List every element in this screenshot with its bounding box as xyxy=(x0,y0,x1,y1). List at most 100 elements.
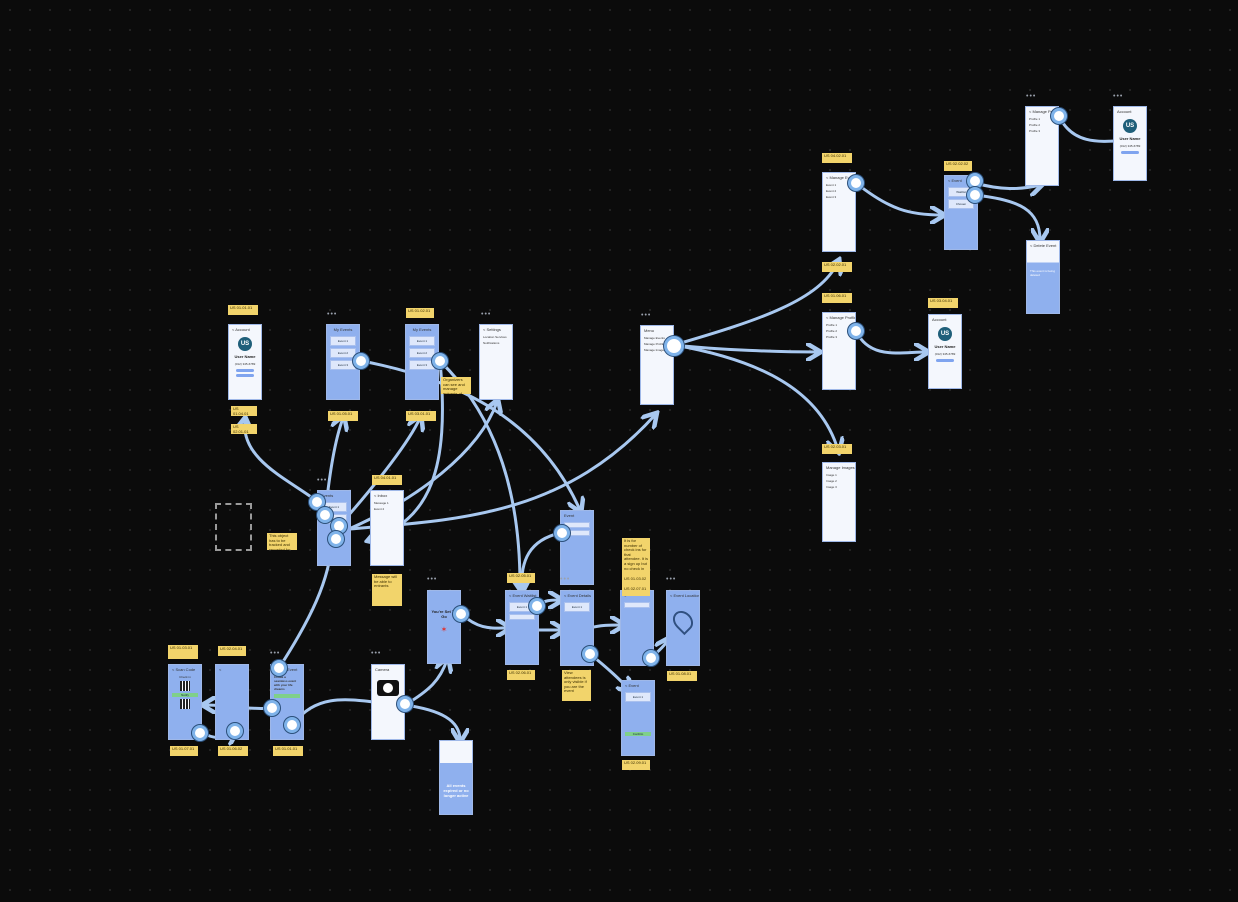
sticky-note[interactable]: US 02.03.01 xyxy=(822,444,852,454)
edit-button[interactable] xyxy=(1121,151,1139,154)
sticky-note[interactable]: US 01.01.01 xyxy=(228,305,258,315)
notify-button[interactable]: Notify xyxy=(172,693,198,697)
sticky-note[interactable]: US 02.04.01 xyxy=(218,646,246,656)
create-button[interactable] xyxy=(274,694,300,698)
my-events-screen-2[interactable]: My Events Event 1 Event 2 Event 3 xyxy=(405,324,439,400)
edit-button[interactable] xyxy=(236,369,254,372)
save-button[interactable] xyxy=(236,374,254,377)
list-item[interactable]: Event 3 xyxy=(826,195,837,199)
sticky-note[interactable]: US 02.02.01 xyxy=(822,262,852,272)
chosen-card[interactable]: Chosen xyxy=(948,199,974,209)
connector-handle[interactable] xyxy=(227,723,243,739)
delete-event-screen[interactable]: < Delete Event This event is being delet… xyxy=(1026,240,1060,314)
menu-item[interactable]: Manage Profile xyxy=(644,342,665,346)
sticky-note[interactable]: US 02.01.01 xyxy=(231,424,257,434)
sticky-note[interactable]: US 02.06.01 xyxy=(507,670,535,680)
confirmation-screen[interactable]: You're Set To Go ✶ xyxy=(427,590,461,664)
event-card[interactable] xyxy=(509,614,535,620)
event-card[interactable]: Event 1 xyxy=(625,692,651,702)
sticky-note[interactable]: This object has to be tracked and record… xyxy=(267,533,297,550)
frame-menu-icon[interactable]: ••• xyxy=(481,311,492,318)
sticky-note[interactable]: US 01.06.02 xyxy=(218,746,248,756)
sticky-note[interactable]: US 01.04.01 xyxy=(231,406,257,416)
list-item[interactable]: Image 3 xyxy=(826,485,837,489)
list-item[interactable]: Profile 2 xyxy=(826,329,838,333)
message-row[interactable]: Event 2 xyxy=(374,507,385,511)
list-item[interactable]: Image 2 xyxy=(826,479,837,483)
list-item[interactable]: Profile 3 xyxy=(1029,129,1041,133)
account-screen-mid[interactable]: Account US User Name (012) 345-6789 xyxy=(928,314,962,389)
sticky-note[interactable]: US 01.01.01 xyxy=(273,746,303,756)
sticky-note[interactable]: US 04.02.01 xyxy=(822,153,852,163)
sticky-note[interactable]: US 01.02.01 xyxy=(406,308,434,318)
sticky-note[interactable]: US 01.08.01 xyxy=(667,671,697,681)
sticky-note[interactable]: Organizers can see and manage entrants o… xyxy=(441,377,471,394)
dashed-placeholder-icon[interactable] xyxy=(215,503,252,551)
no-events-screen[interactable]: All events expired or no longer active xyxy=(439,740,473,815)
connector-handle[interactable] xyxy=(432,353,448,369)
frame-menu-icon[interactable]: ••• xyxy=(270,650,281,657)
connector-handle[interactable] xyxy=(264,700,280,716)
camera-icon[interactable] xyxy=(377,680,399,696)
list-item[interactable]: Event 1 xyxy=(826,183,837,187)
setting-row[interactable]: Notifications xyxy=(483,341,500,345)
connector-handle[interactable] xyxy=(271,660,287,676)
setting-row[interactable]: Location Services xyxy=(483,335,507,339)
frame-menu-icon[interactable]: ••• xyxy=(317,477,328,484)
menu-item[interactable]: Manage Images xyxy=(644,348,666,352)
frame-menu-icon[interactable]: ••• xyxy=(666,576,677,583)
confirm-screen[interactable]: < Event Event 1 Confirm xyxy=(621,680,655,756)
sticky-note[interactable]: US 01.06.01 xyxy=(822,293,852,303)
message-row[interactable]: Message 1 xyxy=(374,501,389,505)
sticky-note[interactable]: US 02.09.01 xyxy=(622,760,650,770)
frame-menu-icon[interactable]: ••• xyxy=(1113,93,1124,100)
sticky-note[interactable]: US 03.04.01 xyxy=(928,298,958,308)
sticky-note[interactable]: US 01.05.01 xyxy=(328,411,358,421)
confirm-button[interactable]: Confirm xyxy=(625,732,651,736)
frame-menu-icon[interactable]: ••• xyxy=(641,312,652,319)
frame-menu-icon[interactable]: ••• xyxy=(327,311,338,318)
sticky-note[interactable]: US 02.05.01 xyxy=(507,573,535,583)
sticky-note[interactable]: US 03.01.01 xyxy=(406,411,436,421)
map-screen[interactable]: < Event Location xyxy=(666,590,700,666)
list-item[interactable]: Profile 1 xyxy=(826,323,838,327)
manage-images-screen[interactable]: Manage Images Image 1 Image 2 Image 3 xyxy=(822,462,856,542)
frame-menu-icon[interactable]: ••• xyxy=(371,650,382,657)
sticky-note[interactable]: US 04.01.01 xyxy=(372,475,402,485)
account-screen-top[interactable]: Account US User Name (012) 345-6789 xyxy=(1113,106,1147,181)
connector-handle[interactable] xyxy=(664,336,684,356)
frame-menu-icon[interactable]: ••• xyxy=(560,576,571,583)
connector-handle[interactable] xyxy=(1051,108,1067,124)
list-item[interactable]: Event 2 xyxy=(826,189,837,193)
event-card[interactable] xyxy=(624,602,650,608)
connector-handle[interactable] xyxy=(192,725,208,741)
settings-screen[interactable]: < Settings Location Services Notificatio… xyxy=(479,324,513,400)
connector-handle[interactable] xyxy=(397,696,413,712)
event-card[interactable]: Event 2 xyxy=(409,348,435,358)
event-card[interactable]: Event 2 xyxy=(330,348,356,358)
connector-handle[interactable] xyxy=(284,717,300,733)
sticky-note[interactable]: US 01.07.01 xyxy=(170,746,198,756)
waitlist-screen[interactable]: < Event Waitlist Event 1 xyxy=(505,590,539,665)
edit-button[interactable] xyxy=(936,359,954,362)
account-screen[interactable]: < Account US User Name (012) 345-6789 xyxy=(228,324,262,400)
frame-menu-icon[interactable]: ••• xyxy=(1026,93,1037,100)
inbox-screen[interactable]: < Inbox Message 1 Event 2 xyxy=(370,490,404,566)
sticky-note[interactable]: Message will be able to entrants xyxy=(372,574,402,606)
connector-handle[interactable] xyxy=(529,598,545,614)
event-card[interactable]: Event 1 xyxy=(409,336,435,346)
sticky-note[interactable]: US 01.03.01 xyxy=(168,645,198,659)
sticky-note[interactable]: View attendees is only visible if you ar… xyxy=(562,670,591,701)
connector-handle[interactable] xyxy=(353,353,369,369)
sticky-note[interactable]: US 01.03.02 xyxy=(622,576,650,586)
connector-handle[interactable] xyxy=(967,187,983,203)
connector-handle[interactable] xyxy=(848,175,864,191)
list-item[interactable]: Profile 1 xyxy=(1029,117,1041,121)
connector-handle[interactable] xyxy=(848,323,864,339)
event-info-screen[interactable]: Event xyxy=(560,510,594,585)
connector-handle[interactable] xyxy=(582,646,598,662)
connector-handle[interactable] xyxy=(309,494,325,510)
sticky-note[interactable]: US 02.02.02 xyxy=(944,161,972,171)
event-card[interactable]: Event 1 xyxy=(564,602,590,612)
sticky-note[interactable]: It is for number of check ins for that a… xyxy=(622,538,650,576)
